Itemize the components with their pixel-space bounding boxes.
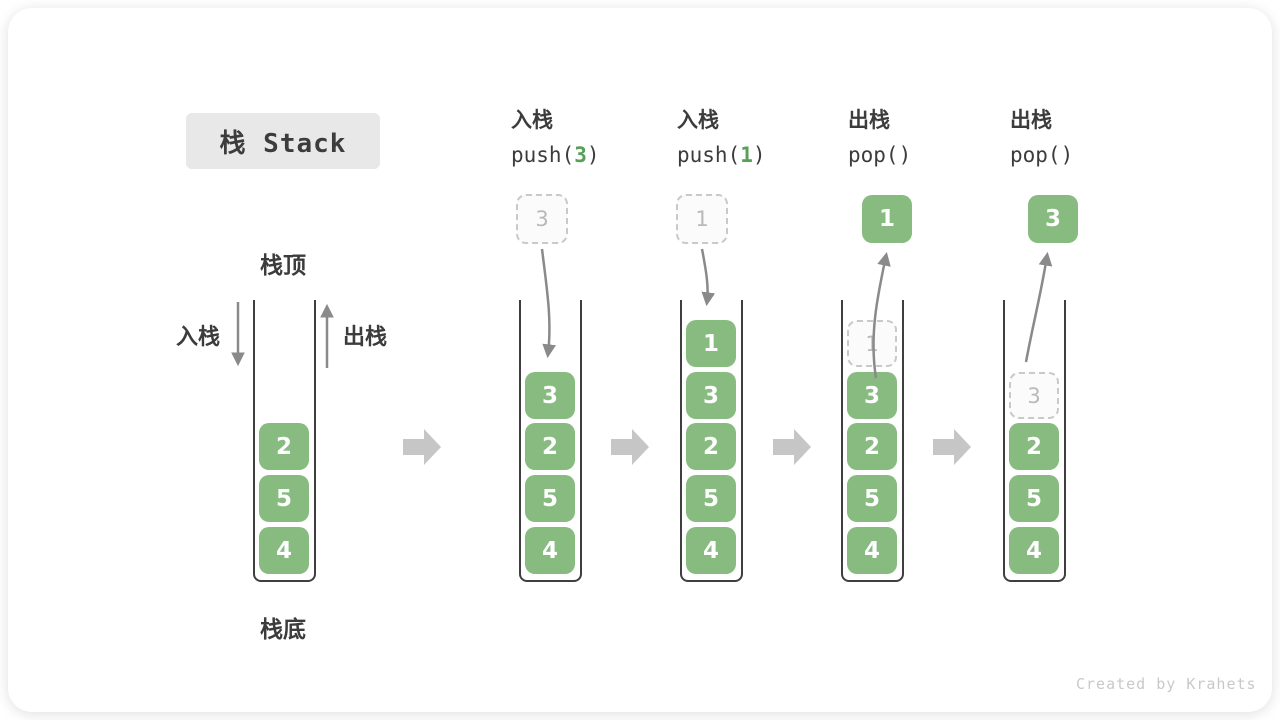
code-arg: 1 xyxy=(740,143,753,167)
stack-container-after-pop-3: 3 2 5 4 xyxy=(1003,300,1066,582)
stack-cell: 4 xyxy=(847,527,897,574)
op-code: pop() xyxy=(848,140,998,170)
stack-cell: 3 xyxy=(847,372,897,419)
code-fn: push( xyxy=(511,143,575,167)
stack-cell: 5 xyxy=(525,475,575,522)
stack-cell: 2 xyxy=(525,423,575,470)
watermark: Created by Krahets xyxy=(1076,675,1257,693)
popped-element-3: 3 xyxy=(1028,195,1078,243)
op-header-push-1: 入栈 push(1) xyxy=(677,106,827,170)
stack-cell: 4 xyxy=(1009,527,1059,574)
code-close: ) xyxy=(752,143,766,167)
label-push-side: 入栈 xyxy=(176,325,221,350)
diagram-title: 栈 Stack xyxy=(186,113,380,169)
stack-cell: 2 xyxy=(847,423,897,470)
op-name: 出栈 xyxy=(1010,108,1052,132)
incoming-element-1: 1 xyxy=(676,194,728,244)
code-close: ) xyxy=(586,143,600,167)
op-code: pop() xyxy=(1010,140,1160,170)
code-arg: 3 xyxy=(574,143,587,167)
op-header-pop-2: 出栈 pop() xyxy=(1010,106,1160,170)
label-stack-bottom: 栈底 xyxy=(260,617,306,643)
stack-cell: 4 xyxy=(686,527,736,574)
stack-cell: 1 xyxy=(686,320,736,367)
stack-container-after-pop-1: 1 3 2 5 4 xyxy=(841,300,904,582)
code-fn: pop( xyxy=(1010,143,1061,167)
op-name: 入栈 xyxy=(511,108,553,132)
stack-cell: 2 xyxy=(259,423,309,470)
code-close: ) xyxy=(898,143,912,167)
popped-element-1: 1 xyxy=(862,195,912,243)
stack-container-after-push-1: 1 3 2 5 4 xyxy=(680,300,743,582)
stack-cell: 5 xyxy=(686,475,736,522)
stack-cell: 3 xyxy=(525,372,575,419)
stack-cell: 5 xyxy=(1009,475,1059,522)
code-close: ) xyxy=(1060,143,1074,167)
stack-container-initial: 2 5 4 xyxy=(253,300,316,582)
op-name: 出栈 xyxy=(848,108,890,132)
incoming-element-3: 3 xyxy=(516,194,568,244)
op-code: push(1) xyxy=(677,140,827,170)
code-fn: push( xyxy=(677,143,741,167)
stack-cell: 5 xyxy=(847,475,897,522)
stack-cell: 4 xyxy=(525,527,575,574)
op-header-push-3: 入栈 push(3) xyxy=(511,106,661,170)
label-stack-top: 栈顶 xyxy=(260,253,306,279)
stack-container-after-push-3: 3 2 5 4 xyxy=(519,300,582,582)
stack-cell: 3 xyxy=(686,372,736,419)
op-name: 入栈 xyxy=(677,108,719,132)
op-header-pop-1: 出栈 pop() xyxy=(848,106,998,170)
stack-cell: 4 xyxy=(259,527,309,574)
stack-cell: 5 xyxy=(259,475,309,522)
ghost-cell: 1 xyxy=(847,320,897,367)
ghost-cell: 3 xyxy=(1009,372,1059,419)
stack-cell: 2 xyxy=(686,423,736,470)
stack-cell: 2 xyxy=(1009,423,1059,470)
label-pop-side: 出栈 xyxy=(343,325,388,350)
code-fn: pop( xyxy=(848,143,899,167)
op-code: push(3) xyxy=(511,140,661,170)
